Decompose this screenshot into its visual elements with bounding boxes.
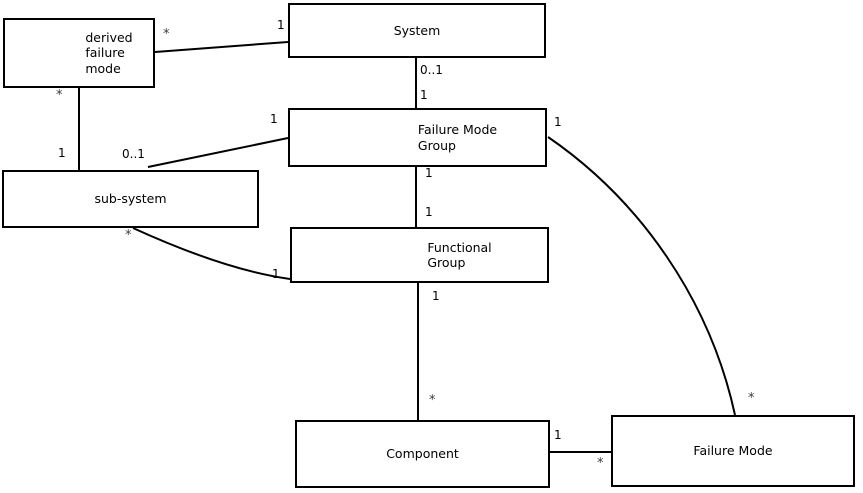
class-name-functional-group: Functional Group — [427, 239, 492, 271]
multiplicity-label-sub-system-functional-group: * — [125, 228, 132, 243]
multiplicity-label-failure-mode-group-sub-system: 1 — [270, 112, 278, 126]
edge-failure-mode-group-failure-mode — [547, 136, 736, 416]
edge-derived-failure-mode-system — [154, 41, 289, 53]
multiplicity-label-sub-system-failure-mode-group: 0..1 — [122, 147, 145, 161]
class-box-functional-group[interactable]: Functional Group — [290, 227, 549, 283]
multiplicity-label-component-failure-mode: 1 — [554, 428, 562, 442]
class-box-system[interactable]: System — [288, 3, 546, 58]
multiplicity-label-failure-mode-component: * — [597, 456, 604, 471]
class-box-derived-failure-mode[interactable]: derived failure mode — [3, 18, 155, 88]
class-name-failure-mode: Failure Mode — [693, 443, 773, 459]
class-box-failure-mode-group[interactable]: Failure Mode Group — [288, 108, 547, 167]
multiplicity-label-failure-mode-failure-mode-group: * — [748, 391, 755, 406]
multiplicity-label-failure-mode-group-functional-group: 1 — [425, 166, 433, 180]
edge-sub-system-functional-group — [132, 227, 291, 280]
multiplicity-label-functional-group-failure-mode-group: 1 — [425, 205, 433, 219]
multiplicity-label-derived-failure-mode-sub-system: * — [56, 88, 63, 103]
edge-sub-system-failure-mode-group — [147, 137, 289, 168]
multiplicity-label-functional-group-component: 1 — [432, 289, 440, 303]
multiplicity-label-system-derived-failure-mode: 1 — [277, 18, 285, 32]
multiplicity-label-derived-failure-mode-system: * — [163, 27, 170, 42]
class-box-component[interactable]: Component — [295, 420, 550, 488]
multiplicity-label-failure-mode-group-system: 1 — [420, 88, 428, 102]
multiplicity-label-sub-system-derived-failure-mode: 1 — [58, 146, 66, 160]
class-box-sub-system[interactable]: sub-system — [2, 170, 259, 228]
class-name-component: Component — [386, 446, 459, 462]
multiplicity-label-functional-group-sub-system: 1 — [272, 267, 280, 281]
class-name-sub-system: sub-system — [94, 191, 167, 207]
class-name-derived-failure-mode: derived failure mode — [85, 29, 133, 76]
class-box-failure-mode[interactable]: Failure Mode — [611, 415, 855, 487]
multiplicity-label-component-functional-group: * — [429, 393, 436, 408]
class-name-system: System — [393, 22, 441, 38]
multiplicity-label-failure-mode-group-failure-mode: 1 — [554, 115, 562, 129]
class-name-failure-mode-group: Failure Mode Group — [417, 122, 498, 153]
multiplicity-label-system-failure-mode-group: 0..1 — [420, 63, 443, 77]
